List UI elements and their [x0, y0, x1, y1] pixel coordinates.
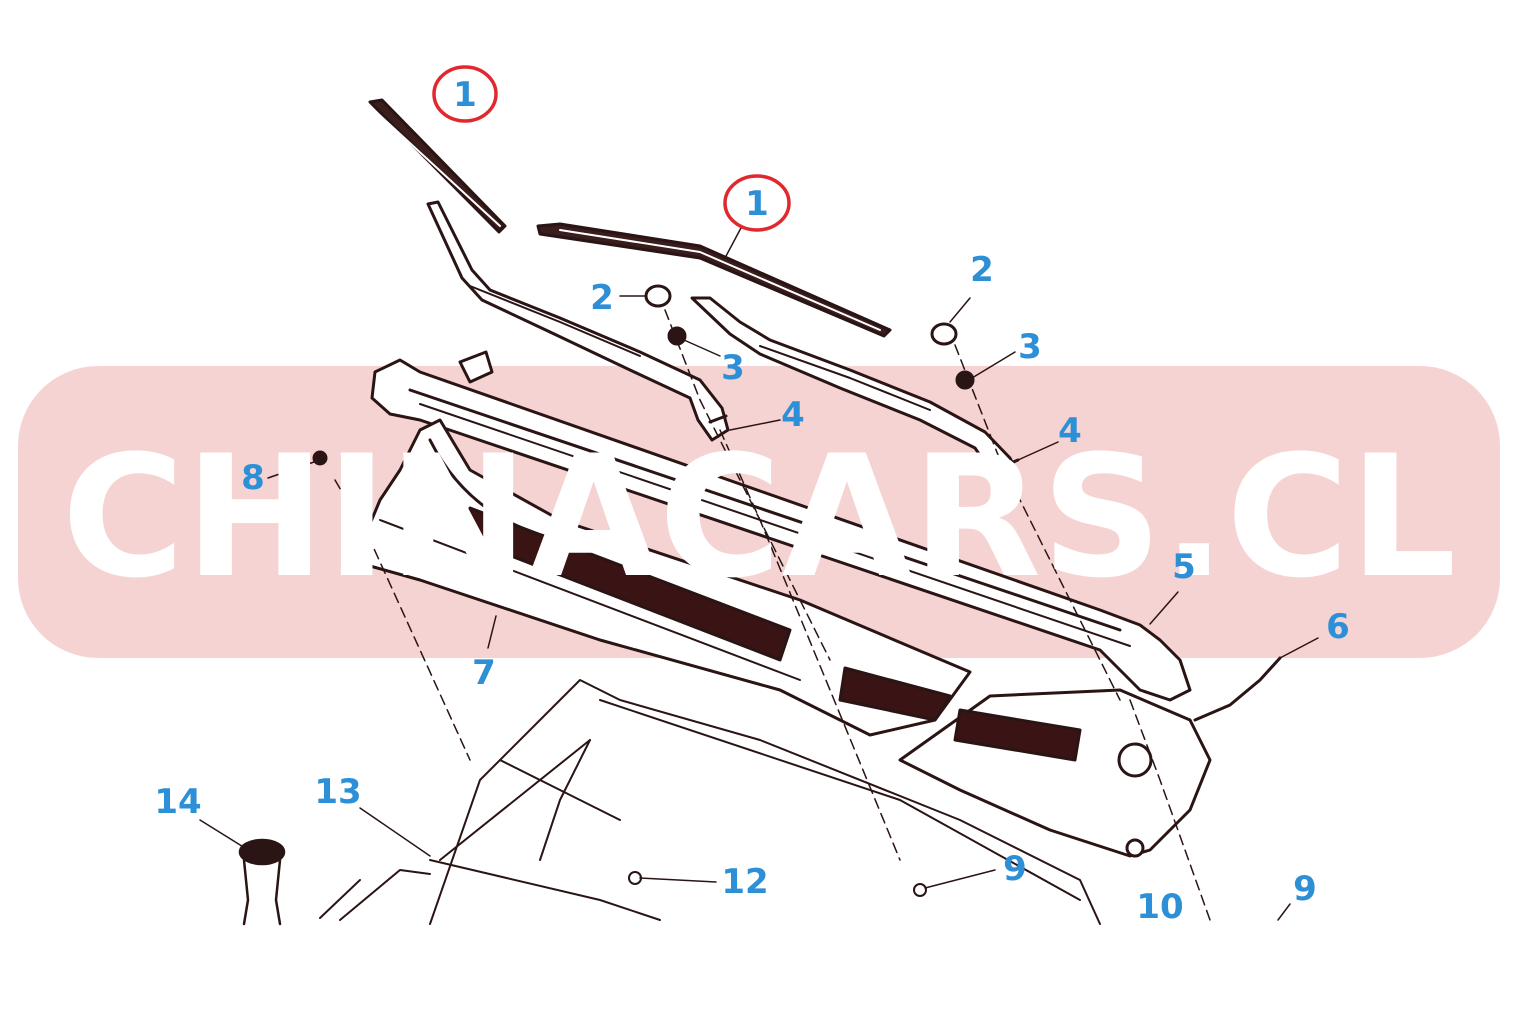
- left-wiper-arm: [426, 200, 730, 442]
- line-art: [199, 98, 1319, 926]
- callout-2b: 2: [970, 250, 994, 290]
- callout-8: 8: [241, 458, 265, 498]
- callout-5: 5: [1172, 547, 1196, 587]
- right-nut-cap: [930, 322, 958, 346]
- washer-hose: [1193, 656, 1282, 722]
- callout-4b: 4: [1058, 411, 1082, 451]
- callout-12: 12: [721, 862, 768, 902]
- highlight-circle-1b: [723, 174, 791, 232]
- callout-1a: 1: [453, 75, 477, 115]
- callout-9b: 9: [1293, 869, 1317, 909]
- bolt-8: [312, 450, 328, 466]
- right-wiper-blade: [536, 222, 892, 338]
- lower-margin: [0, 926, 1517, 1027]
- wiper-linkage-frame: [370, 350, 1192, 702]
- highlight-circle-1a: [432, 65, 498, 123]
- callout-1b: 1: [745, 184, 769, 224]
- leader-lines: [334, 309, 1211, 921]
- washer-reservoir: [238, 838, 286, 926]
- callout-7: 7: [472, 653, 496, 693]
- watermark-text: CHINACARS.CL: [62, 419, 1457, 615]
- left-nut-cap: [644, 284, 672, 308]
- right-wiper-arm: [690, 296, 1022, 492]
- right-nut: [955, 370, 975, 390]
- callout-3b: 3: [1018, 327, 1042, 367]
- right-cowl-panel: [898, 688, 1212, 858]
- callout-labels: 1 1 2 2 3 3 4 4 5 6 7 8 9 9 10 12 13 14: [154, 75, 1350, 927]
- callout-13: 13: [314, 772, 361, 812]
- body-structure: [319, 679, 1101, 925]
- callout-9a: 9: [1003, 849, 1027, 889]
- cowl-screen-panel: [358, 418, 972, 737]
- callout-3a: 3: [721, 348, 745, 388]
- callout-6: 6: [1326, 607, 1350, 647]
- label-leaders: [199, 225, 1319, 921]
- left-wiper-blade: [368, 98, 507, 234]
- callout-14: 14: [154, 782, 201, 822]
- callout-10: 10: [1136, 887, 1183, 927]
- callout-2a: 2: [590, 278, 614, 318]
- callout-4a: 4: [781, 395, 805, 435]
